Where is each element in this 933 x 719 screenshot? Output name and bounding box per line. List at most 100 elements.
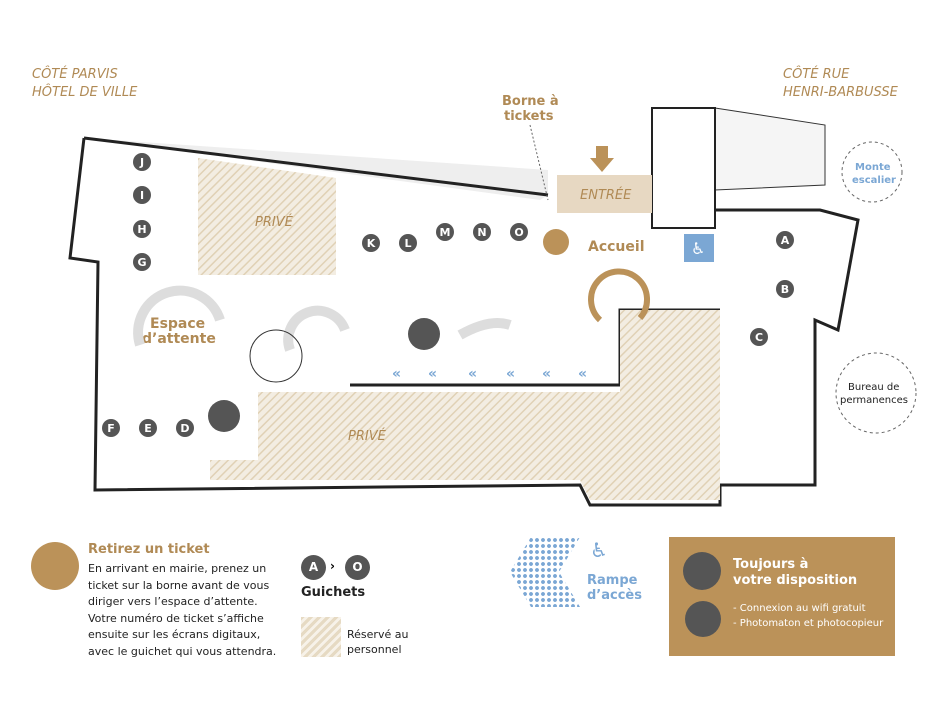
garden <box>714 107 826 191</box>
family-icon <box>208 400 240 432</box>
svg-text:«: « <box>578 366 587 382</box>
services-title-2: votre disposition <box>733 573 858 588</box>
counter-label: H <box>137 223 146 236</box>
guichet-o-icon: O <box>345 555 370 580</box>
service-photocopy: - Photomaton et photocopieur <box>733 618 884 629</box>
wheelchair-icon: ♿ <box>590 538 608 562</box>
counter-label: E <box>144 422 152 435</box>
service-wifi: - Connexion au wifi gratuit <box>733 603 866 614</box>
ramp-arrows: « « « « « « <box>392 366 587 382</box>
counter-badge <box>750 328 768 346</box>
counter-label: A <box>781 234 790 247</box>
counter-badge <box>139 419 157 437</box>
photomaton-icon <box>408 318 440 350</box>
ticket-text: En arrivant en mairie, prenez un ticket … <box>88 562 277 658</box>
bureau-label-2: permanences <box>840 395 908 406</box>
entrance-area <box>557 175 652 213</box>
attente-label: Espace <box>150 316 205 332</box>
ticket-kiosk-icon[interactable] <box>543 229 569 255</box>
counter-f: F <box>102 419 120 437</box>
reserved-label: Réservé au personnel <box>347 628 409 656</box>
accueil-label: Accueil <box>588 239 645 255</box>
counter-n: N <box>473 223 491 241</box>
counter-c: C <box>750 328 768 346</box>
counter-badge <box>510 223 528 241</box>
monte-escalier-bubble <box>841 141 903 203</box>
side-label-right-2: HENRI-BARBUSSE <box>783 85 899 100</box>
counter-label: K <box>367 237 376 250</box>
counter-badge <box>776 280 794 298</box>
counter-label: M <box>440 226 451 239</box>
counter-badge <box>133 253 151 271</box>
monte-label-2: escalier <box>852 175 896 186</box>
services-title-1: Toujours à <box>733 557 809 572</box>
svg-text:«: « <box>542 366 551 382</box>
private-label-bottom: PRIVÉ <box>348 428 387 444</box>
entrance-label: ENTRÉE <box>580 187 632 203</box>
private-label-top: PRIVÉ <box>255 214 294 230</box>
entrance-arrow-icon <box>590 146 614 172</box>
svg-text:«: « <box>506 366 515 382</box>
accessible-lift-icon <box>684 234 714 262</box>
borne-label-2: tickets <box>504 109 554 124</box>
rampe-label-2: d’accès <box>587 588 642 603</box>
counter-label: C <box>755 331 763 344</box>
counter-e: E <box>139 419 157 437</box>
counter-badge <box>399 234 417 252</box>
counter-i: I <box>133 186 151 204</box>
svg-text:«: « <box>428 366 437 382</box>
counter-h: H <box>133 220 151 238</box>
counter-g: G <box>133 253 151 271</box>
services-list: - Connexion au wifi gratuit - Photomaton … <box>733 601 883 631</box>
counter-j: J <box>133 153 151 171</box>
guichet-a-icon: A <box>301 555 326 580</box>
svg-text:«: « <box>468 366 477 382</box>
counter-label: B <box>781 283 789 296</box>
counter-m: M <box>436 223 454 241</box>
counter-badge <box>436 223 454 241</box>
private-zone-top <box>198 158 336 275</box>
bureau-label: Bureau de <box>848 382 899 393</box>
counter-a: A <box>776 231 794 249</box>
monte-label: Monte <box>855 162 891 173</box>
ticket-title: Retirez un ticket <box>88 542 210 557</box>
attente-label-2: d’attente <box>142 331 216 347</box>
ticket-hand-icon <box>31 542 79 590</box>
chevron-right-icon: › <box>330 559 335 573</box>
side-label-right: CÔTÉ RUE <box>783 66 850 82</box>
counter-badge <box>776 231 794 249</box>
counter-b: B <box>776 280 794 298</box>
counter-label: O <box>514 226 523 239</box>
counter-label: D <box>180 422 189 435</box>
wifi-icon <box>683 552 721 590</box>
guichets-label: Guichets <box>301 585 366 600</box>
bureau-bubble <box>835 352 917 434</box>
counter-label: J <box>139 156 144 169</box>
counter-d: D <box>176 419 194 437</box>
waiting-seats <box>133 285 512 352</box>
accueil-desk <box>588 268 650 323</box>
borne-label: Borne à <box>502 94 559 109</box>
counter-label: L <box>404 237 411 250</box>
spiral-stair <box>249 329 303 383</box>
svg-text:«: « <box>392 366 401 382</box>
side-label-left-2: HÔTEL DE VILLE <box>32 84 138 100</box>
counter-label: N <box>477 226 486 239</box>
counter-l: L <box>399 234 417 252</box>
counter-badge <box>473 223 491 241</box>
side-label-left: CÔTÉ PARVIS <box>32 66 118 82</box>
counter-badge <box>176 419 194 437</box>
counter-badge <box>362 234 380 252</box>
svg-text:♿: ♿ <box>691 239 705 258</box>
private-zone-bottom <box>210 310 720 500</box>
counter-badge <box>133 220 151 238</box>
counter-o: O <box>510 223 528 241</box>
rampe-label-1: Rampe <box>587 573 638 588</box>
counter-badge <box>133 153 151 171</box>
photocopier-icon <box>685 601 721 637</box>
counter-label: F <box>107 422 115 435</box>
